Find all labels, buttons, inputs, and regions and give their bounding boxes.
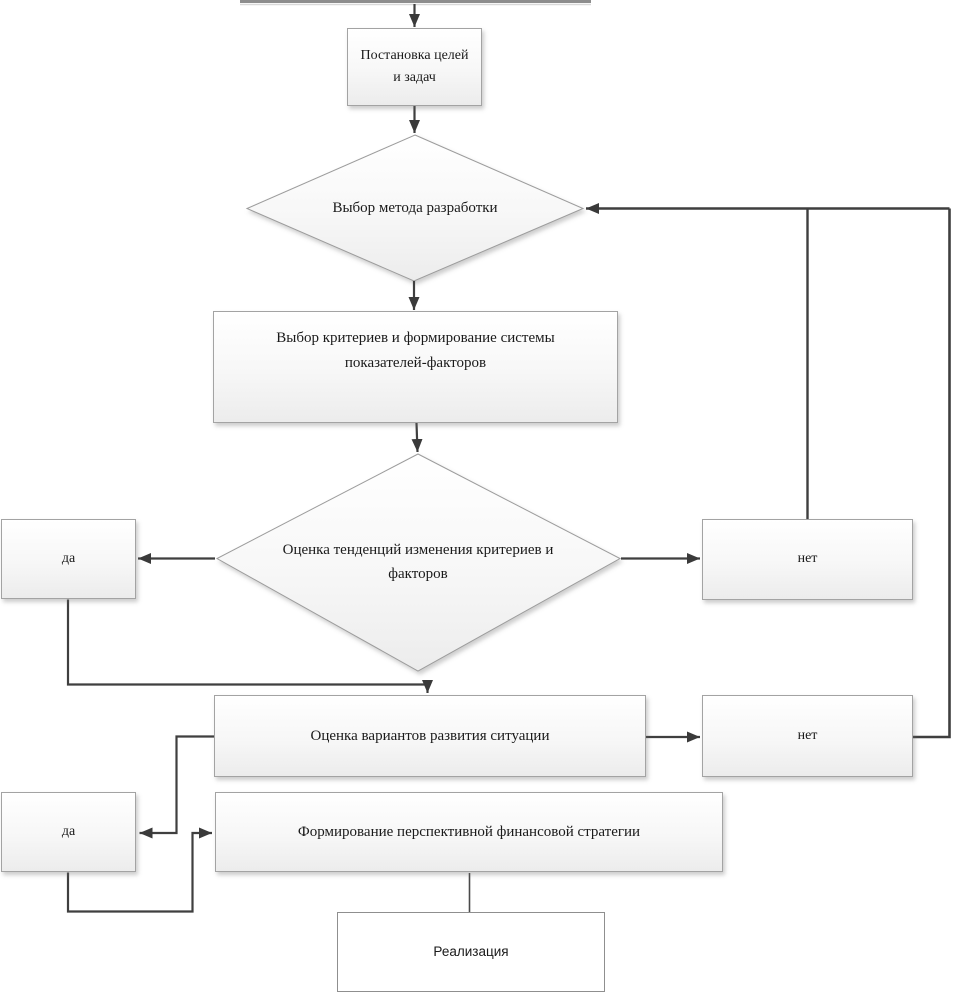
node-implementation: Реализация bbox=[337, 912, 605, 992]
edge-criteria-to-trends bbox=[411, 422, 423, 453]
node-yes-1: да bbox=[1, 519, 136, 599]
node-no-2: нет bbox=[702, 695, 913, 777]
node-criteria: Выбор критериев и формирование системы п… bbox=[213, 311, 618, 423]
node-implementation-label: Реализация bbox=[433, 944, 509, 960]
edge-options-to-yes2 bbox=[139, 735, 215, 839]
edge-yes1-to-options bbox=[66, 599, 433, 693]
node-criteria-label: Выбор критериев и формирование системы п… bbox=[276, 330, 555, 371]
node-options: Оценка вариантов развития ситуации bbox=[214, 695, 646, 777]
diamond-method-choice-shape bbox=[245, 134, 585, 282]
node-options-label: Оценка вариантов развития ситуации bbox=[310, 728, 550, 744]
edge-no2-feedback bbox=[913, 208, 951, 739]
node-goals: Постановка целей и задач bbox=[347, 28, 482, 106]
node-yes-2: да bbox=[1, 792, 136, 872]
node-goals-label: Постановка целей и задач bbox=[360, 47, 469, 85]
node-no-2-label: нет bbox=[797, 727, 818, 743]
edge-yes2-to-strategy bbox=[66, 827, 212, 913]
diamond-trends-shape bbox=[215, 453, 622, 672]
node-yes-1-label: да bbox=[61, 550, 76, 566]
node-strategy-label: Формирование перспективной финансовой ст… bbox=[297, 824, 641, 840]
node-no-1-label: нет bbox=[797, 551, 818, 567]
node-yes-2-label: да bbox=[61, 823, 76, 839]
node-no-1: нет bbox=[702, 519, 913, 600]
node-strategy: Формирование перспективной финансовой ст… bbox=[215, 792, 723, 872]
